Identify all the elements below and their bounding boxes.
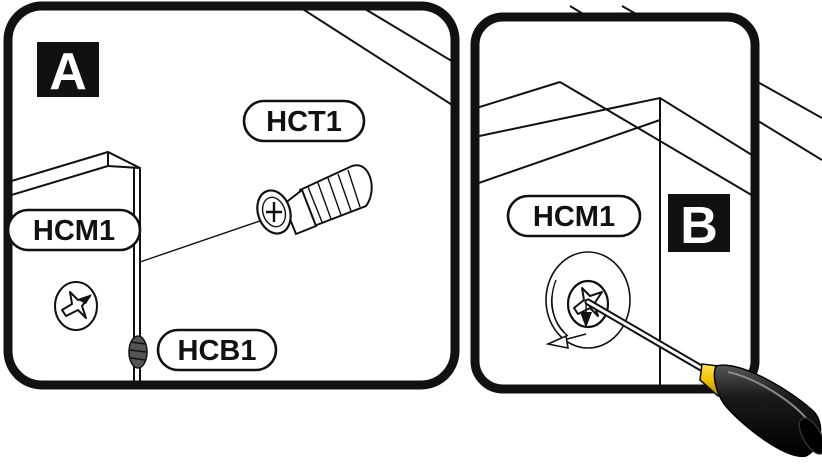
panel-a-frame xyxy=(3,1,460,390)
cam-lock-hcm1 xyxy=(54,281,98,331)
panel-b-badge-text: B xyxy=(680,197,718,255)
label-hcm1-b-text: HCM1 xyxy=(533,201,615,233)
panel-a: A HCT1 HCM1 HCB1 xyxy=(3,1,460,390)
label-hct1-text: HCT1 xyxy=(266,106,342,138)
panel-a-badge-text: A xyxy=(49,43,87,101)
panel-a-badge: A xyxy=(37,42,99,101)
rotation-arrow-icon xyxy=(545,333,587,350)
panel-b-badge: B xyxy=(668,194,730,255)
label-hct1: HCT1 xyxy=(242,99,366,143)
label-hcm1-b: HCM1 xyxy=(506,194,642,238)
panel-b: HCM1 B xyxy=(470,5,822,457)
screwdriver-icon xyxy=(584,298,822,457)
panel-b-frame xyxy=(470,12,760,394)
label-hcm1-a-text: HCM1 xyxy=(33,215,115,247)
label-hcb1-text: HCB1 xyxy=(178,335,257,367)
label-hcb1: HCB1 xyxy=(156,328,278,372)
cabinet-front-panel xyxy=(8,150,141,385)
label-hcm1-a: HCM1 xyxy=(6,208,142,252)
cam-screw-hct1 xyxy=(256,164,373,236)
cam-bolt-hcb1 xyxy=(128,335,148,369)
